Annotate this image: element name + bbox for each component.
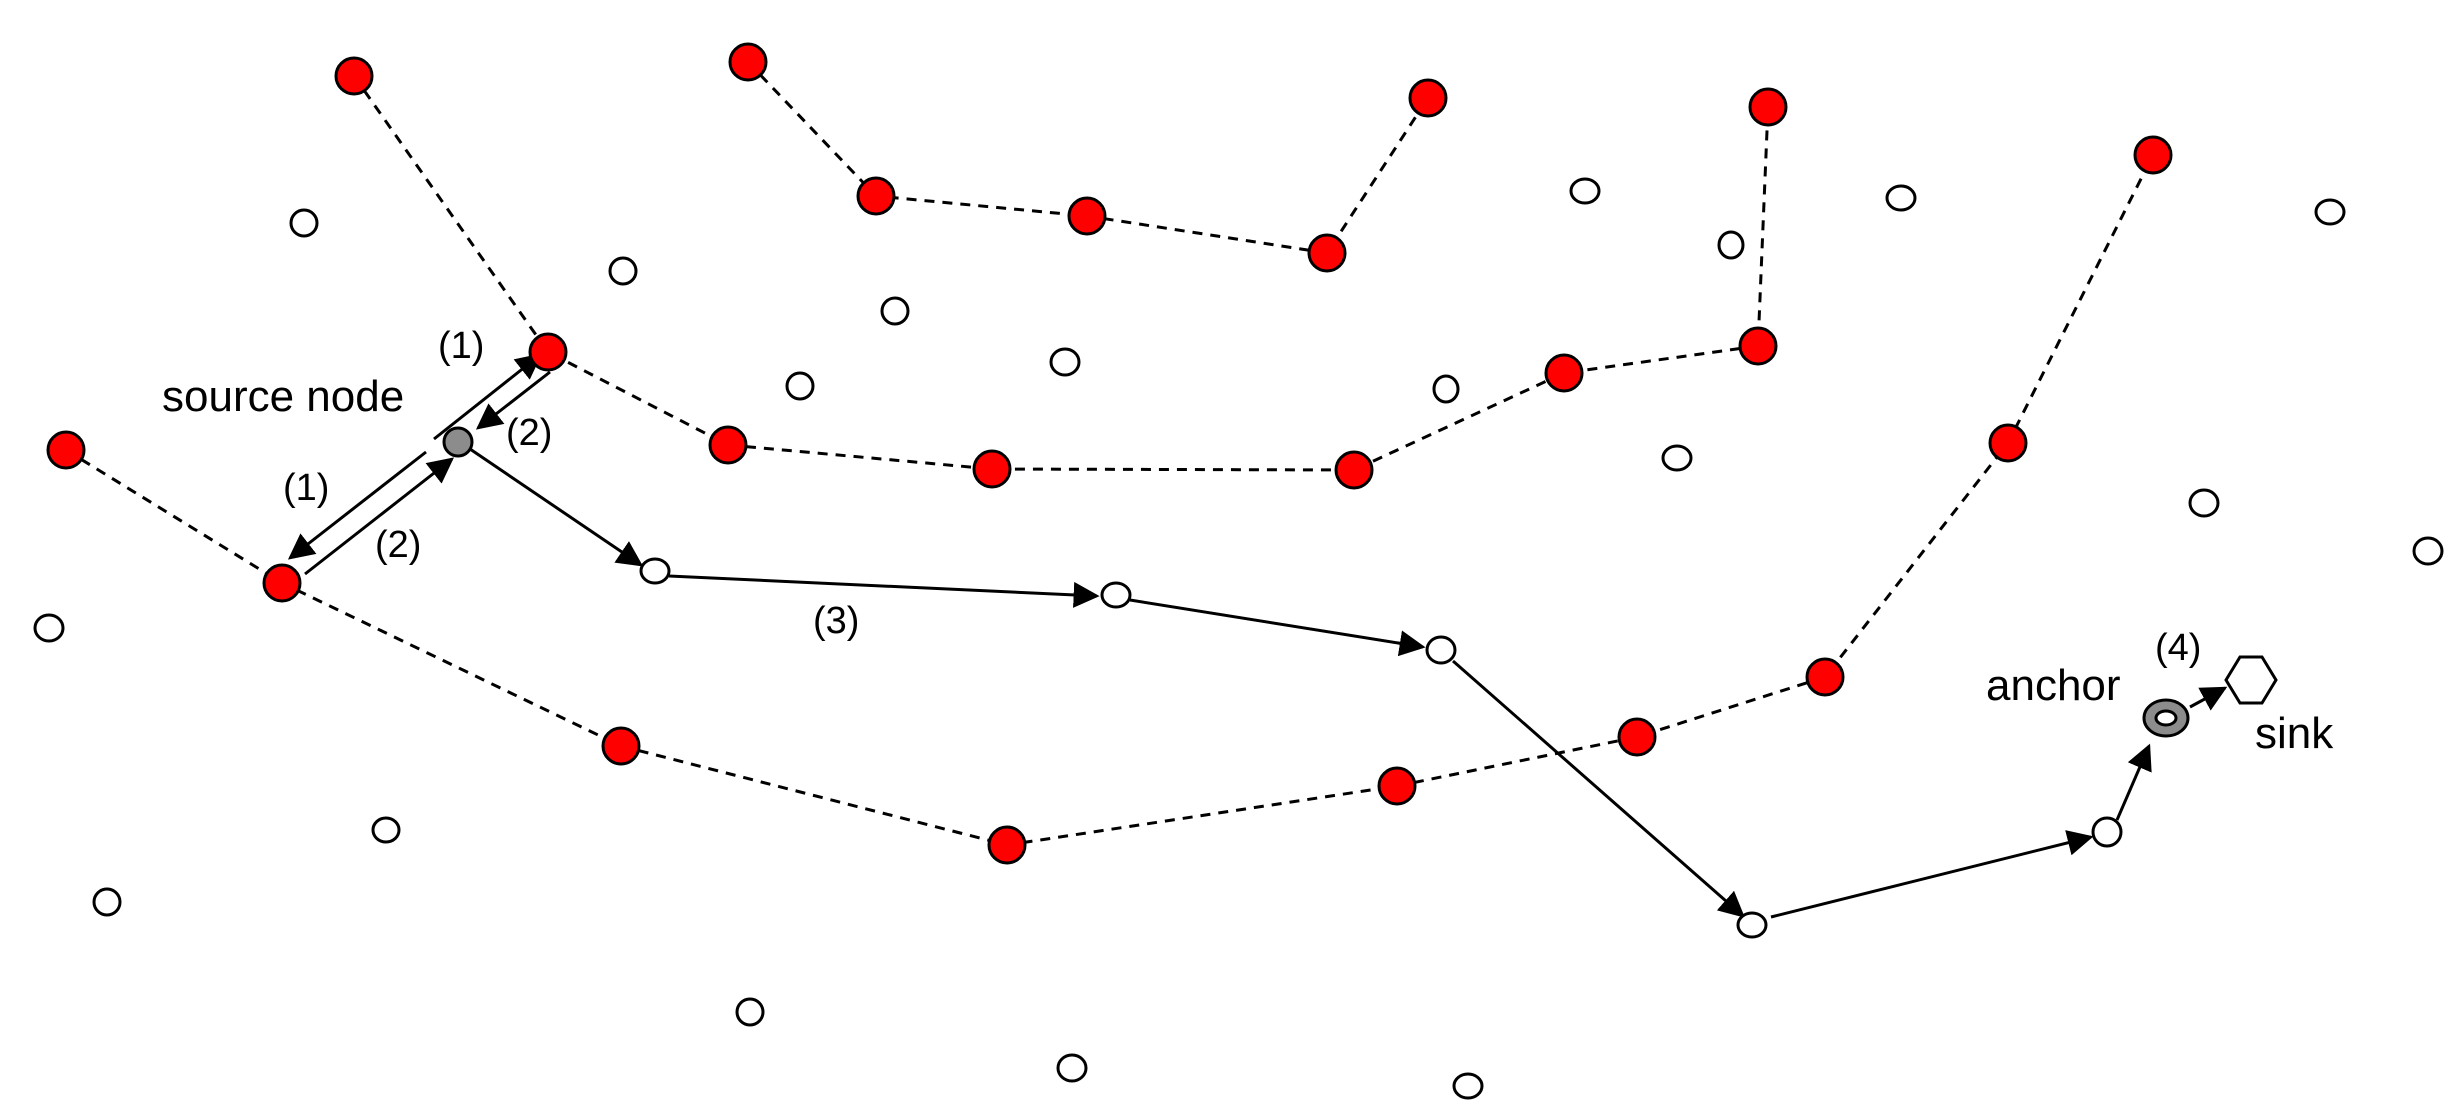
white-node [785,371,815,401]
white-node [880,296,910,326]
anchor-node [2142,698,2190,738]
white-nodes [33,177,2444,1100]
white-node [1100,581,1132,609]
path-arrow [1770,830,2094,919]
white-node [1569,177,1601,205]
chain-1 [352,75,1770,472]
chain-3 [65,154,2155,847]
red-node [728,42,768,82]
sink-hexagon [2224,655,2278,705]
step-3-label: (3) [813,600,859,642]
arrow-down-left [287,450,427,560]
white-node [2314,198,2346,226]
red-node [262,563,302,603]
red-node [1334,450,1374,490]
path-nodes [639,557,2123,939]
step-4-label: (4) [2155,627,2201,669]
red-node [972,449,1012,489]
path-arrow [469,447,644,567]
path-arrow [668,574,1100,608]
white-node [735,997,765,1027]
dashed-chains [65,60,2155,847]
red-node [334,56,374,96]
red-node [1617,717,1657,757]
white-node [1717,230,1745,260]
white-node [1452,1072,1484,1100]
arrow-up-right [304,457,455,576]
red-node [2133,135,2173,175]
white-node [1432,374,1460,404]
red-node [987,825,1027,865]
red-node [1307,233,1347,273]
query-arrows [287,353,551,576]
white-node [92,887,122,917]
arrow-up-right [433,353,543,441]
white-node [1885,184,1917,212]
red-node [528,332,568,372]
red-node [856,176,896,216]
white-node [2188,488,2220,518]
white-node [639,557,671,585]
step-1-label-lower: (1) [283,467,329,509]
red-nodes [46,42,2173,865]
red-node [1067,196,1107,236]
white-node [289,208,319,238]
white-node [1049,347,1081,377]
white-node [1661,444,1693,472]
red-node [1544,353,1584,393]
red-node [1748,87,1788,127]
routing-path [469,447,2228,919]
red-node [1738,326,1778,366]
white-node [1736,911,1768,939]
white-node [33,613,65,643]
white-node [371,816,401,844]
red-node [1805,657,1845,697]
white-node [1056,1053,1088,1083]
white-node [2412,536,2444,566]
white-node [2091,816,2123,848]
arrow-down-left [475,370,551,430]
path-arrow [1452,659,1745,918]
white-node [608,256,638,286]
red-node [46,430,86,470]
source-node-label: source node [162,372,404,421]
step-2-label-upper: (2) [506,412,552,454]
path-arrow [1129,598,1426,657]
path-arrow [2189,686,2228,711]
sink-label: sink [2255,709,2334,758]
red-node [1988,423,2028,463]
white-node [1425,635,1457,665]
anchor-label: anchor [1986,661,2121,710]
red-node [601,726,641,766]
red-node [708,425,748,465]
path-arrow [2115,743,2152,821]
step-2-label-lower: (2) [375,524,421,566]
source-node [442,426,474,458]
red-node [1408,78,1448,118]
red-node [1377,766,1417,806]
step-1-label-upper: (1) [438,325,484,367]
